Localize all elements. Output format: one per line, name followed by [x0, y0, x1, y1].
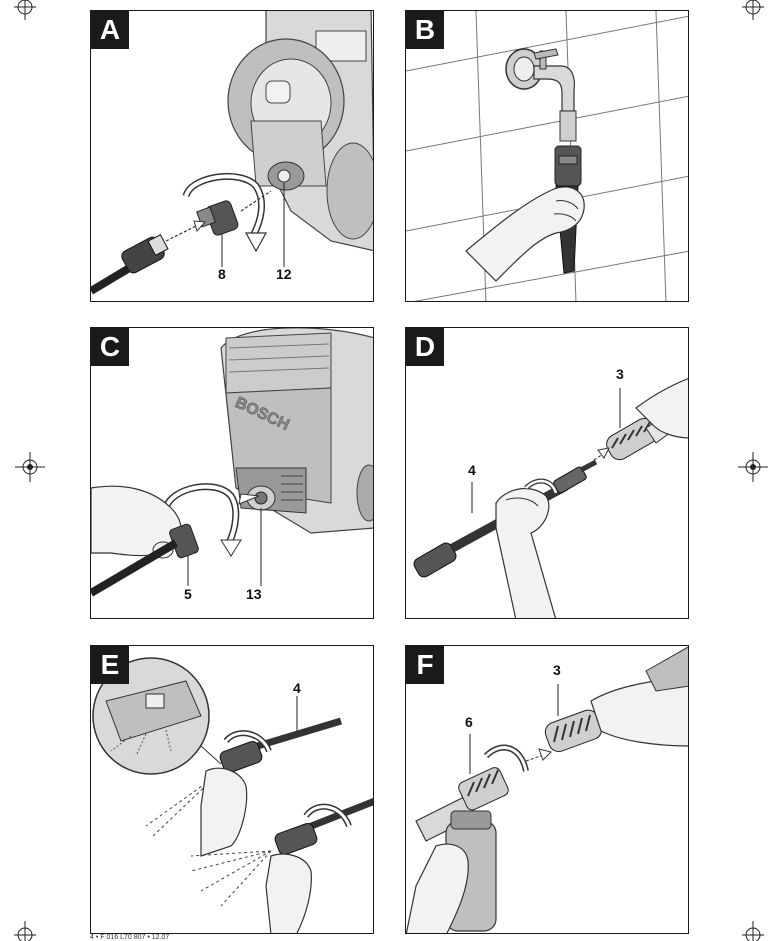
callout-label-3: 3 — [553, 662, 561, 678]
illustration-hose-to-machine: BOSCH — [91, 328, 373, 597]
panel-f: F 3 6 — [405, 645, 689, 934]
hose-coupling — [196, 200, 239, 236]
high-pressure-hose — [91, 233, 169, 295]
panel-c: C BOSCH 5 13 — [90, 327, 374, 619]
pressure-washer-body — [220, 328, 373, 534]
illustration-adjust-spray — [92, 657, 373, 933]
registration-mark-right — [738, 452, 768, 482]
illustration-hose-connect-outlet — [91, 11, 373, 295]
callout-label-5: 5 — [184, 586, 192, 602]
registration-mark-bottom-right — [742, 921, 764, 941]
illustration-attach-detergent-bottle — [406, 646, 688, 933]
panel-letter: D — [406, 328, 444, 366]
registration-mark-top-left — [14, 0, 36, 20]
registration-mark-top-right — [742, 0, 764, 20]
callout-label-4: 4 — [293, 680, 301, 696]
hand — [635, 378, 688, 439]
rotary-nozzle — [544, 709, 603, 753]
callout-label-12: 12 — [276, 266, 292, 282]
illustration-attach-nozzle-to-lance — [413, 378, 688, 618]
pressure-washer-body — [227, 11, 373, 252]
footer-code: 4 • F 016 L70 807 • 12.07 — [90, 934, 170, 941]
callout-label-3: 3 — [616, 366, 624, 382]
panel-letter: B — [406, 11, 444, 49]
callout-label-4: 4 — [468, 462, 476, 478]
illustration-tap-connection — [406, 11, 688, 301]
panel-b: B — [405, 10, 689, 302]
hand — [406, 843, 469, 933]
spray-lance — [219, 717, 373, 855]
panel-d: D 3 4 — [405, 327, 689, 619]
registration-mark-left — [15, 452, 45, 482]
panel-e: E 4 — [90, 645, 374, 934]
callout-label-13: 13 — [246, 586, 262, 602]
hand — [590, 646, 688, 747]
detail-magnifier — [92, 657, 222, 775]
panel-letter: E — [91, 646, 129, 684]
water-tap — [505, 48, 577, 142]
panel-letter: C — [91, 328, 129, 366]
hand — [495, 487, 557, 618]
hand — [465, 186, 585, 282]
hand — [200, 767, 312, 933]
panel-letter: A — [91, 11, 129, 49]
callout-label-8: 8 — [218, 266, 226, 282]
registration-mark-bottom-left — [14, 921, 36, 941]
callout-label-6: 6 — [465, 714, 473, 730]
hose-coupling — [91, 523, 199, 597]
panel-letter: F — [406, 646, 444, 684]
panel-a: A — [90, 10, 374, 302]
